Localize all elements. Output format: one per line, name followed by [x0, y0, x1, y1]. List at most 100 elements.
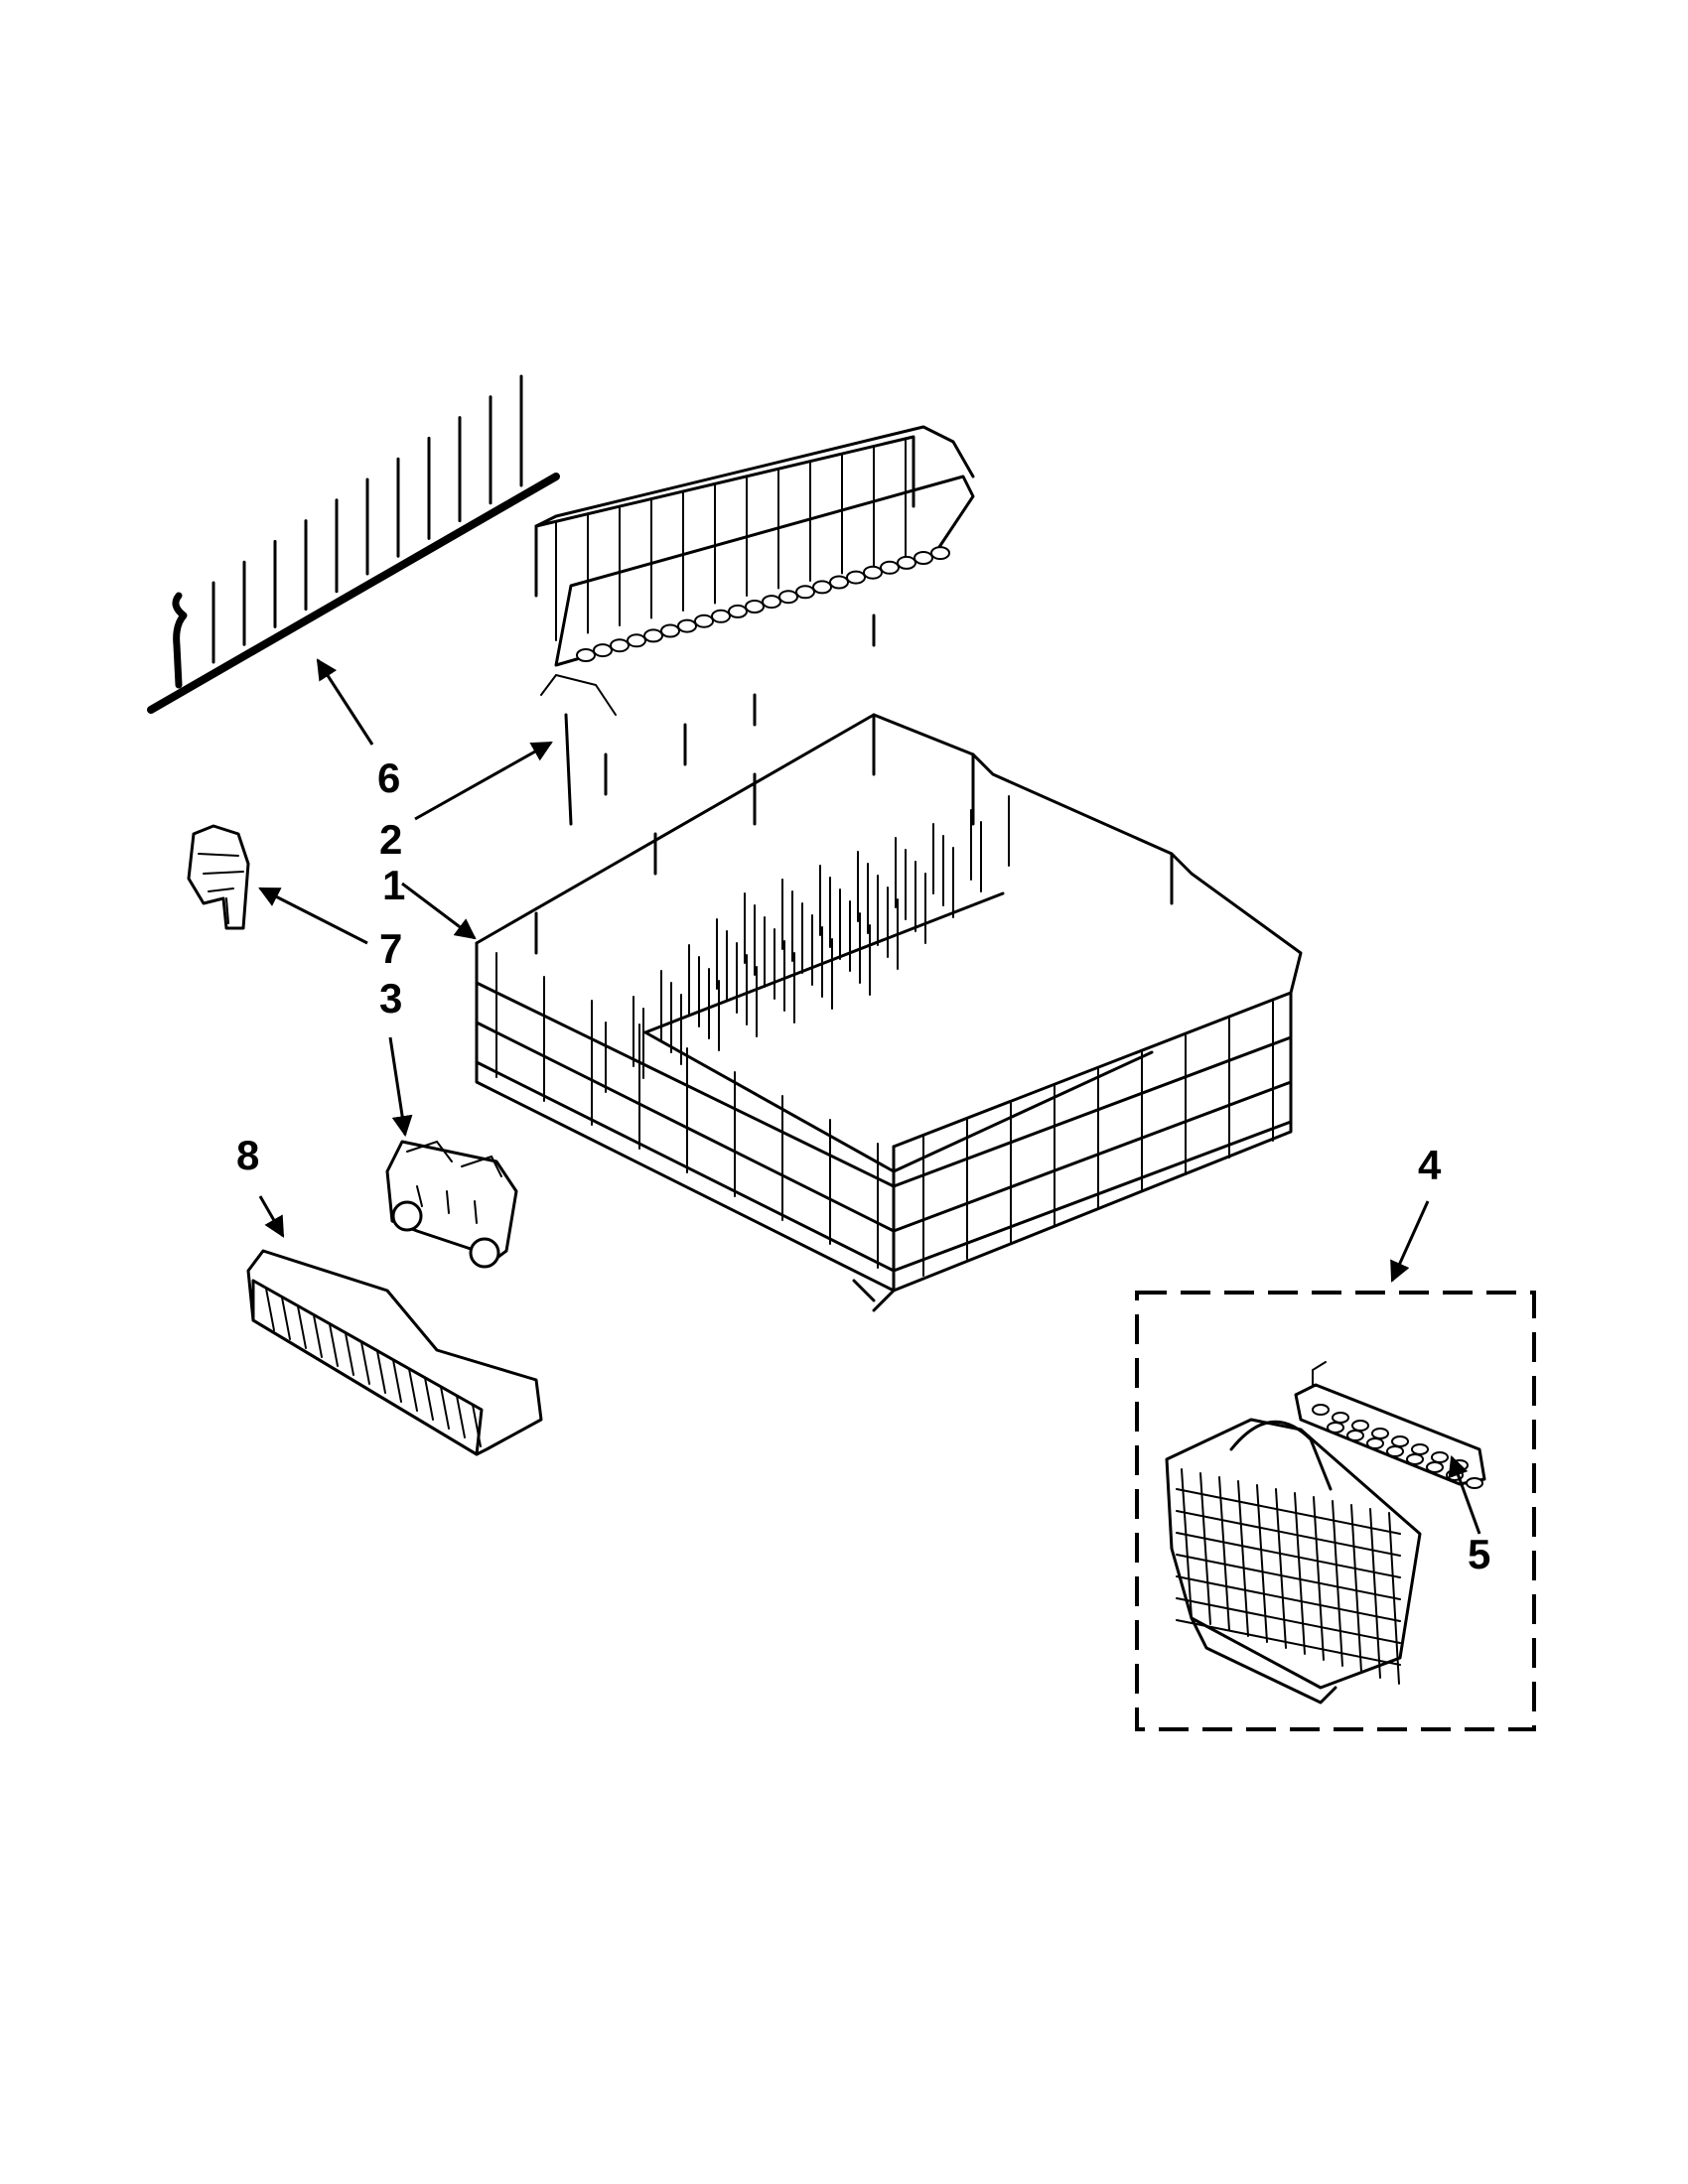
lid-hole [1406, 1453, 1424, 1465]
leader-4 [1390, 1200, 1430, 1283]
silverware-basket-rung [1176, 1575, 1401, 1622]
small-basket-bar [329, 1323, 339, 1367]
lid-hole [1391, 1435, 1409, 1447]
lid-hole [1312, 1404, 1330, 1416]
silverware-basket-assembly[interactable] [1135, 1291, 1536, 1731]
leader-3 [388, 1036, 413, 1138]
silverware-basket-rung [1176, 1532, 1401, 1578]
silverware-basket-body[interactable] [1165, 1418, 1422, 1705]
callout-6[interactable]: 6 [377, 754, 400, 801]
silverware-basket-bar [1199, 1472, 1211, 1625]
small-basket-bar [472, 1404, 482, 1447]
leader-7 [258, 887, 368, 945]
small-basket-bar [424, 1377, 434, 1421]
tine-rack-loop [880, 560, 900, 575]
callout-3[interactable]: 3 [379, 975, 402, 1022]
tine-rack-loop [627, 633, 646, 648]
tine-rack-loop [711, 609, 731, 623]
small-basket-bar [408, 1368, 418, 1412]
small-basket-bar [313, 1314, 323, 1358]
callout-1[interactable]: 1 [382, 862, 405, 908]
tine-rack-loop [762, 595, 781, 610]
silverware-basket-bar [1294, 1492, 1306, 1655]
callout-7[interactable]: 7 [379, 925, 402, 972]
tine-rack-loop [863, 565, 883, 580]
callout-4[interactable]: 4 [1418, 1142, 1442, 1188]
tine-rack-loops [576, 546, 950, 662]
tine-rack-loop [745, 600, 765, 614]
assembly-dashed-box [1135, 1291, 1536, 1731]
tine-rack-loop [930, 546, 950, 561]
lid-hole [1332, 1412, 1349, 1424]
leader-2 [414, 741, 553, 821]
tine-rack-loop [660, 623, 680, 638]
tine-rack-loop [829, 575, 849, 590]
small-basket-bar [345, 1332, 354, 1376]
silverware-basket-bar [1332, 1500, 1343, 1667]
tine-rack-loop [914, 551, 933, 565]
tine-rack-loop [795, 585, 815, 600]
small-basket-grid [265, 1288, 482, 1447]
silverware-basket-bar [1350, 1504, 1362, 1673]
leader-5 [1448, 1455, 1481, 1535]
silverware-basket-bar [1181, 1468, 1193, 1619]
lid-hole [1466, 1477, 1483, 1489]
lower-rack-part[interactable] [475, 713, 1303, 1312]
small-basket-bar [265, 1288, 275, 1331]
tine-rack-loop [812, 580, 832, 595]
wheel-clip-part[interactable] [385, 1140, 518, 1269]
tine-rack-loop [694, 614, 714, 628]
callout-labels: 6 2 1 7 3 8 4 5 [236, 754, 1490, 1577]
tine-rack-loop [778, 590, 798, 605]
silverware-basket-rung [1176, 1619, 1401, 1666]
silverware-basket-rung [1176, 1510, 1401, 1557]
tine-rack-loop [643, 628, 663, 643]
lid-hole [1351, 1420, 1369, 1432]
silverware-basket-grid [1176, 1468, 1401, 1685]
leader-1 [401, 882, 477, 940]
lid-hole [1431, 1451, 1449, 1463]
lid-hole [1411, 1443, 1429, 1455]
lid-hole [1327, 1422, 1344, 1433]
small-basket-part[interactable] [246, 1249, 543, 1456]
silverware-basket-rung [1176, 1554, 1401, 1600]
lower-rack-tines [605, 795, 1010, 1093]
leader-8 [258, 1195, 285, 1238]
tine-row-rack-part[interactable] [534, 425, 975, 826]
small-basket-bar [297, 1305, 307, 1349]
leader-lines [258, 658, 1481, 1535]
tine-rack-posts [555, 438, 907, 641]
small-basket-bar [376, 1350, 386, 1394]
callout-8[interactable]: 8 [236, 1132, 259, 1178]
silverware-basket-bar [1237, 1480, 1249, 1637]
silverware-basket-bar [1275, 1488, 1287, 1649]
tine-rack-loop [593, 643, 613, 658]
silverware-basket-rung [1176, 1597, 1401, 1644]
tine-rack-loop [728, 604, 748, 618]
lid-hole [1346, 1430, 1364, 1441]
tine-rack-loop [610, 638, 630, 653]
lid-hole [1371, 1428, 1389, 1439]
lid-hole [1366, 1437, 1384, 1449]
silverware-basket-rung [1176, 1488, 1401, 1535]
silverware-basket-bar [1218, 1476, 1230, 1631]
leader-6 [316, 658, 374, 746]
tine-rack-loop [677, 618, 697, 633]
small-basket-bar [456, 1395, 466, 1438]
small-basket-bar [360, 1341, 370, 1385]
tine-rack-loop [846, 570, 866, 585]
small-basket-bar [392, 1359, 402, 1403]
small-basket-bar [440, 1386, 450, 1430]
rack-clip-part[interactable] [187, 824, 250, 930]
tine-rack-loop [576, 648, 596, 662]
tine-rack-loop [897, 555, 916, 570]
small-basket-bar [281, 1297, 291, 1340]
tine-row-part[interactable] [147, 374, 560, 714]
callout-5[interactable]: 5 [1468, 1531, 1490, 1577]
lid-hole [1426, 1461, 1444, 1473]
silverware-basket-bar [1313, 1496, 1325, 1661]
lower-rack-uprights [495, 952, 1274, 1277]
callout-2[interactable]: 2 [379, 816, 402, 863]
lid-hole [1386, 1445, 1404, 1457]
